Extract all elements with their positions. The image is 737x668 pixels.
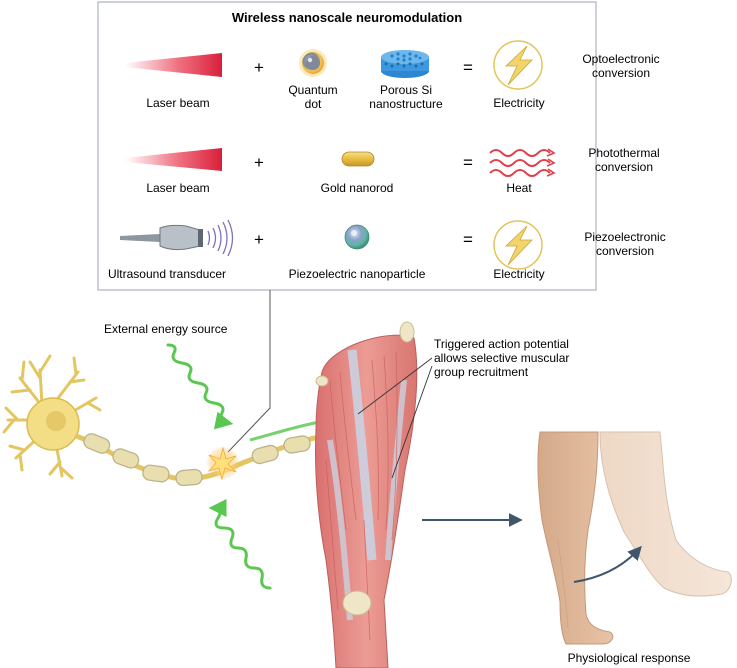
row3-plus: + (254, 230, 264, 249)
row3-conversion-line1: Piezoelectronic (584, 230, 665, 244)
quantum-dot-icon (299, 49, 327, 77)
triggered-leader-lines (357, 357, 433, 479)
row2-conversion-line2: conversion (595, 160, 653, 174)
row3-output-label: Electricity (493, 267, 544, 281)
row1-conversion-line1: Optoelectronic (582, 52, 659, 66)
row1-nano-b-line1: Porous Si (380, 83, 432, 97)
panel-title: Wireless nanoscale neuromodulation (232, 10, 462, 25)
row1-nano-a-line1: Quantum (288, 83, 337, 97)
lightning-bolt-icon-2 (493, 220, 543, 270)
row1-nano-b-line2: nanostructure (369, 97, 443, 111)
heat-wave-icon (489, 148, 556, 177)
row3-conversion-line2: conversion (596, 244, 654, 258)
external-energy-label: External energy source (104, 322, 228, 336)
row1-output-label: Electricity (493, 96, 544, 110)
laser-beam-icon (125, 53, 222, 77)
row1-nano-a-line2: dot (305, 97, 322, 111)
row2-nano-a-label: Gold nanorod (321, 181, 394, 195)
row3-equals: = (463, 230, 473, 249)
muscle-leg-icon (314, 321, 418, 668)
triggered-label-line1: Triggered action potential (434, 337, 569, 351)
row2-plus: + (254, 153, 264, 172)
panel-connector-line (227, 290, 271, 453)
row3-nano-a-label: Piezoelectric nanoparticle (289, 267, 426, 281)
row1-conversion-line2: conversion (592, 66, 650, 80)
laser-beam-icon-2 (125, 148, 222, 171)
spark-icon (206, 446, 240, 481)
row2-conversion-line1: Photothermal (588, 146, 659, 160)
row2-source-label: Laser beam (146, 181, 209, 195)
lightning-bolt-icon (493, 40, 543, 90)
row3-source-label: Ultrasound transducer (108, 267, 226, 281)
motion-arrow (573, 545, 642, 583)
row1-source-label: Laser beam (146, 96, 209, 110)
physiological-response-label: Physiological response (568, 651, 691, 665)
energy-wave-bottom (208, 499, 272, 590)
row2-output-label: Heat (506, 181, 532, 195)
row1-plus: + (254, 58, 264, 77)
row1-equals: = (463, 58, 473, 77)
gold-nanorod-icon (341, 151, 375, 167)
energy-wave-top (166, 343, 234, 430)
triggered-label-line3: group recruitment (434, 365, 529, 379)
row2-equals: = (463, 153, 473, 172)
walking-legs-icon (537, 431, 732, 645)
triggered-label-line2: allows selective muscular (434, 351, 569, 365)
ultrasound-transducer-icon (120, 219, 234, 257)
piezo-nanoparticle-icon (344, 224, 370, 250)
porous-si-icon (381, 50, 429, 78)
